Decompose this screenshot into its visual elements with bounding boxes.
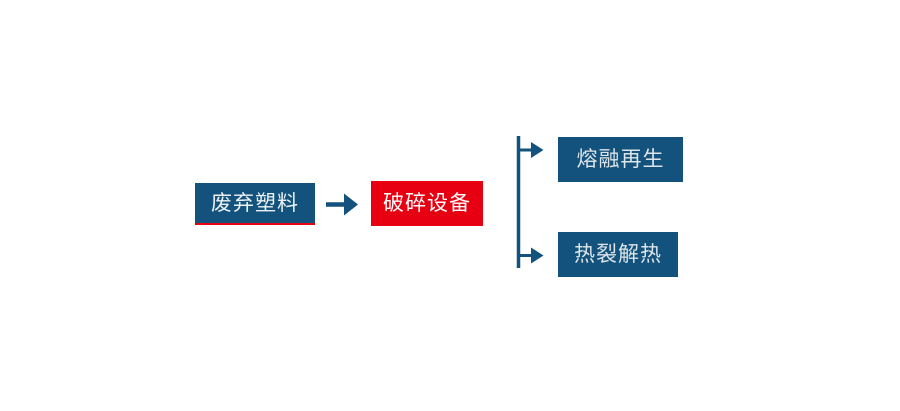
node-crushing-equipment: 破碎设备	[371, 181, 483, 226]
node-melt-regeneration: 熔融再生	[558, 137, 683, 182]
node-melt-regeneration-label: 熔融再生	[576, 147, 665, 171]
branch-arrow-bottom-icon	[518, 247, 544, 264]
node-crushing-equipment-label: 破碎设备	[383, 191, 471, 215]
main-arrow-icon	[326, 193, 358, 216]
node-waste-plastic: 废弃塑料	[195, 183, 315, 225]
branch-arrow-top-head	[531, 142, 544, 158]
branch-arrow-top-icon	[518, 142, 544, 158]
main-arrow-head	[344, 193, 358, 216]
node-thermal-pyrolysis: 热裂解热	[558, 232, 678, 277]
branch-arrow-bottom-head	[531, 247, 544, 264]
node-thermal-pyrolysis-label: 热裂解热	[574, 242, 662, 266]
node-waste-plastic-label: 废弃塑料	[211, 190, 299, 215]
